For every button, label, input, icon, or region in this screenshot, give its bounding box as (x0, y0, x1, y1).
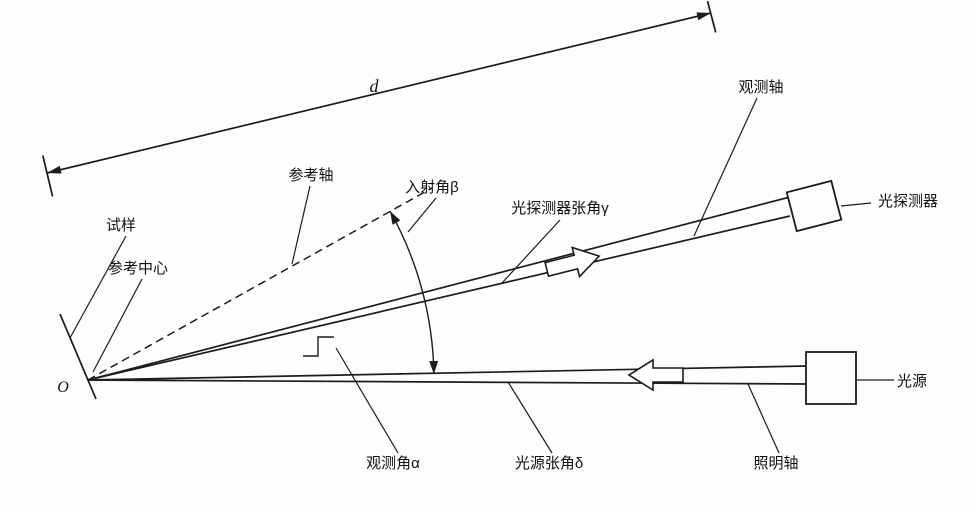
source-aperture-leader (507, 381, 553, 454)
dimension-extension-tick-left (41, 155, 54, 197)
photodetector-label: 光探测器 (878, 193, 938, 210)
photodetector-leader (840, 202, 872, 207)
illumination-beam-lower-line (87, 379, 807, 385)
dimension-arrowhead-left-icon (47, 165, 62, 174)
light-source-box (805, 351, 857, 405)
reference-axis-label: 参考轴 (288, 167, 333, 184)
detector-aperture-leader (501, 219, 561, 284)
specimen-surface-line (59, 313, 97, 400)
incidence-angle-arc-arrowhead-top-icon (390, 211, 401, 225)
incidence-angle-label: 入射角β (405, 179, 459, 196)
dimension-d-label: d (370, 76, 380, 96)
dimension-arrowhead-right-icon (696, 12, 711, 21)
illumination-axis-label: 照明轴 (753, 455, 798, 472)
observation-beam-lower-line (87, 215, 791, 381)
observation-beam-upper-line (87, 196, 791, 381)
specimen-leader (69, 235, 127, 339)
dimension-extension-tick-right (706, 0, 717, 33)
light-source-label: 光源 (897, 373, 927, 390)
incidence-angle-leader (407, 197, 437, 233)
photodetector-box (785, 179, 843, 233)
source-aperture-angle-label: 光源张角δ (515, 455, 583, 472)
observation-axis-leader (693, 97, 758, 237)
incidence-angle-arc-arrowhead-bottom-icon (429, 360, 439, 374)
incidence-angle-arc (389, 210, 435, 375)
illumination-direction-arrow-icon (627, 358, 684, 392)
illumination-beam-upper-line (87, 365, 807, 381)
detector-aperture-angle-label: 光探测器张角γ (511, 200, 609, 217)
observation-axis-label: 观测轴 (738, 79, 783, 96)
reference-center-label: 参考中心 (108, 260, 168, 277)
reference-center-leader (92, 278, 143, 373)
origin-label: O (57, 379, 69, 396)
observation-angle-mark (303, 336, 334, 357)
reference-axis-line (87, 187, 433, 381)
dimension-line-d (46, 12, 712, 174)
illumination-axis-leader (747, 383, 780, 454)
reference-axis-leader (291, 185, 311, 265)
observation-direction-arrow-icon (544, 246, 601, 279)
observation-angle-label: 观测角α (366, 455, 420, 472)
specimen-label: 试样 (106, 217, 136, 234)
observation-angle-leader (335, 347, 399, 454)
